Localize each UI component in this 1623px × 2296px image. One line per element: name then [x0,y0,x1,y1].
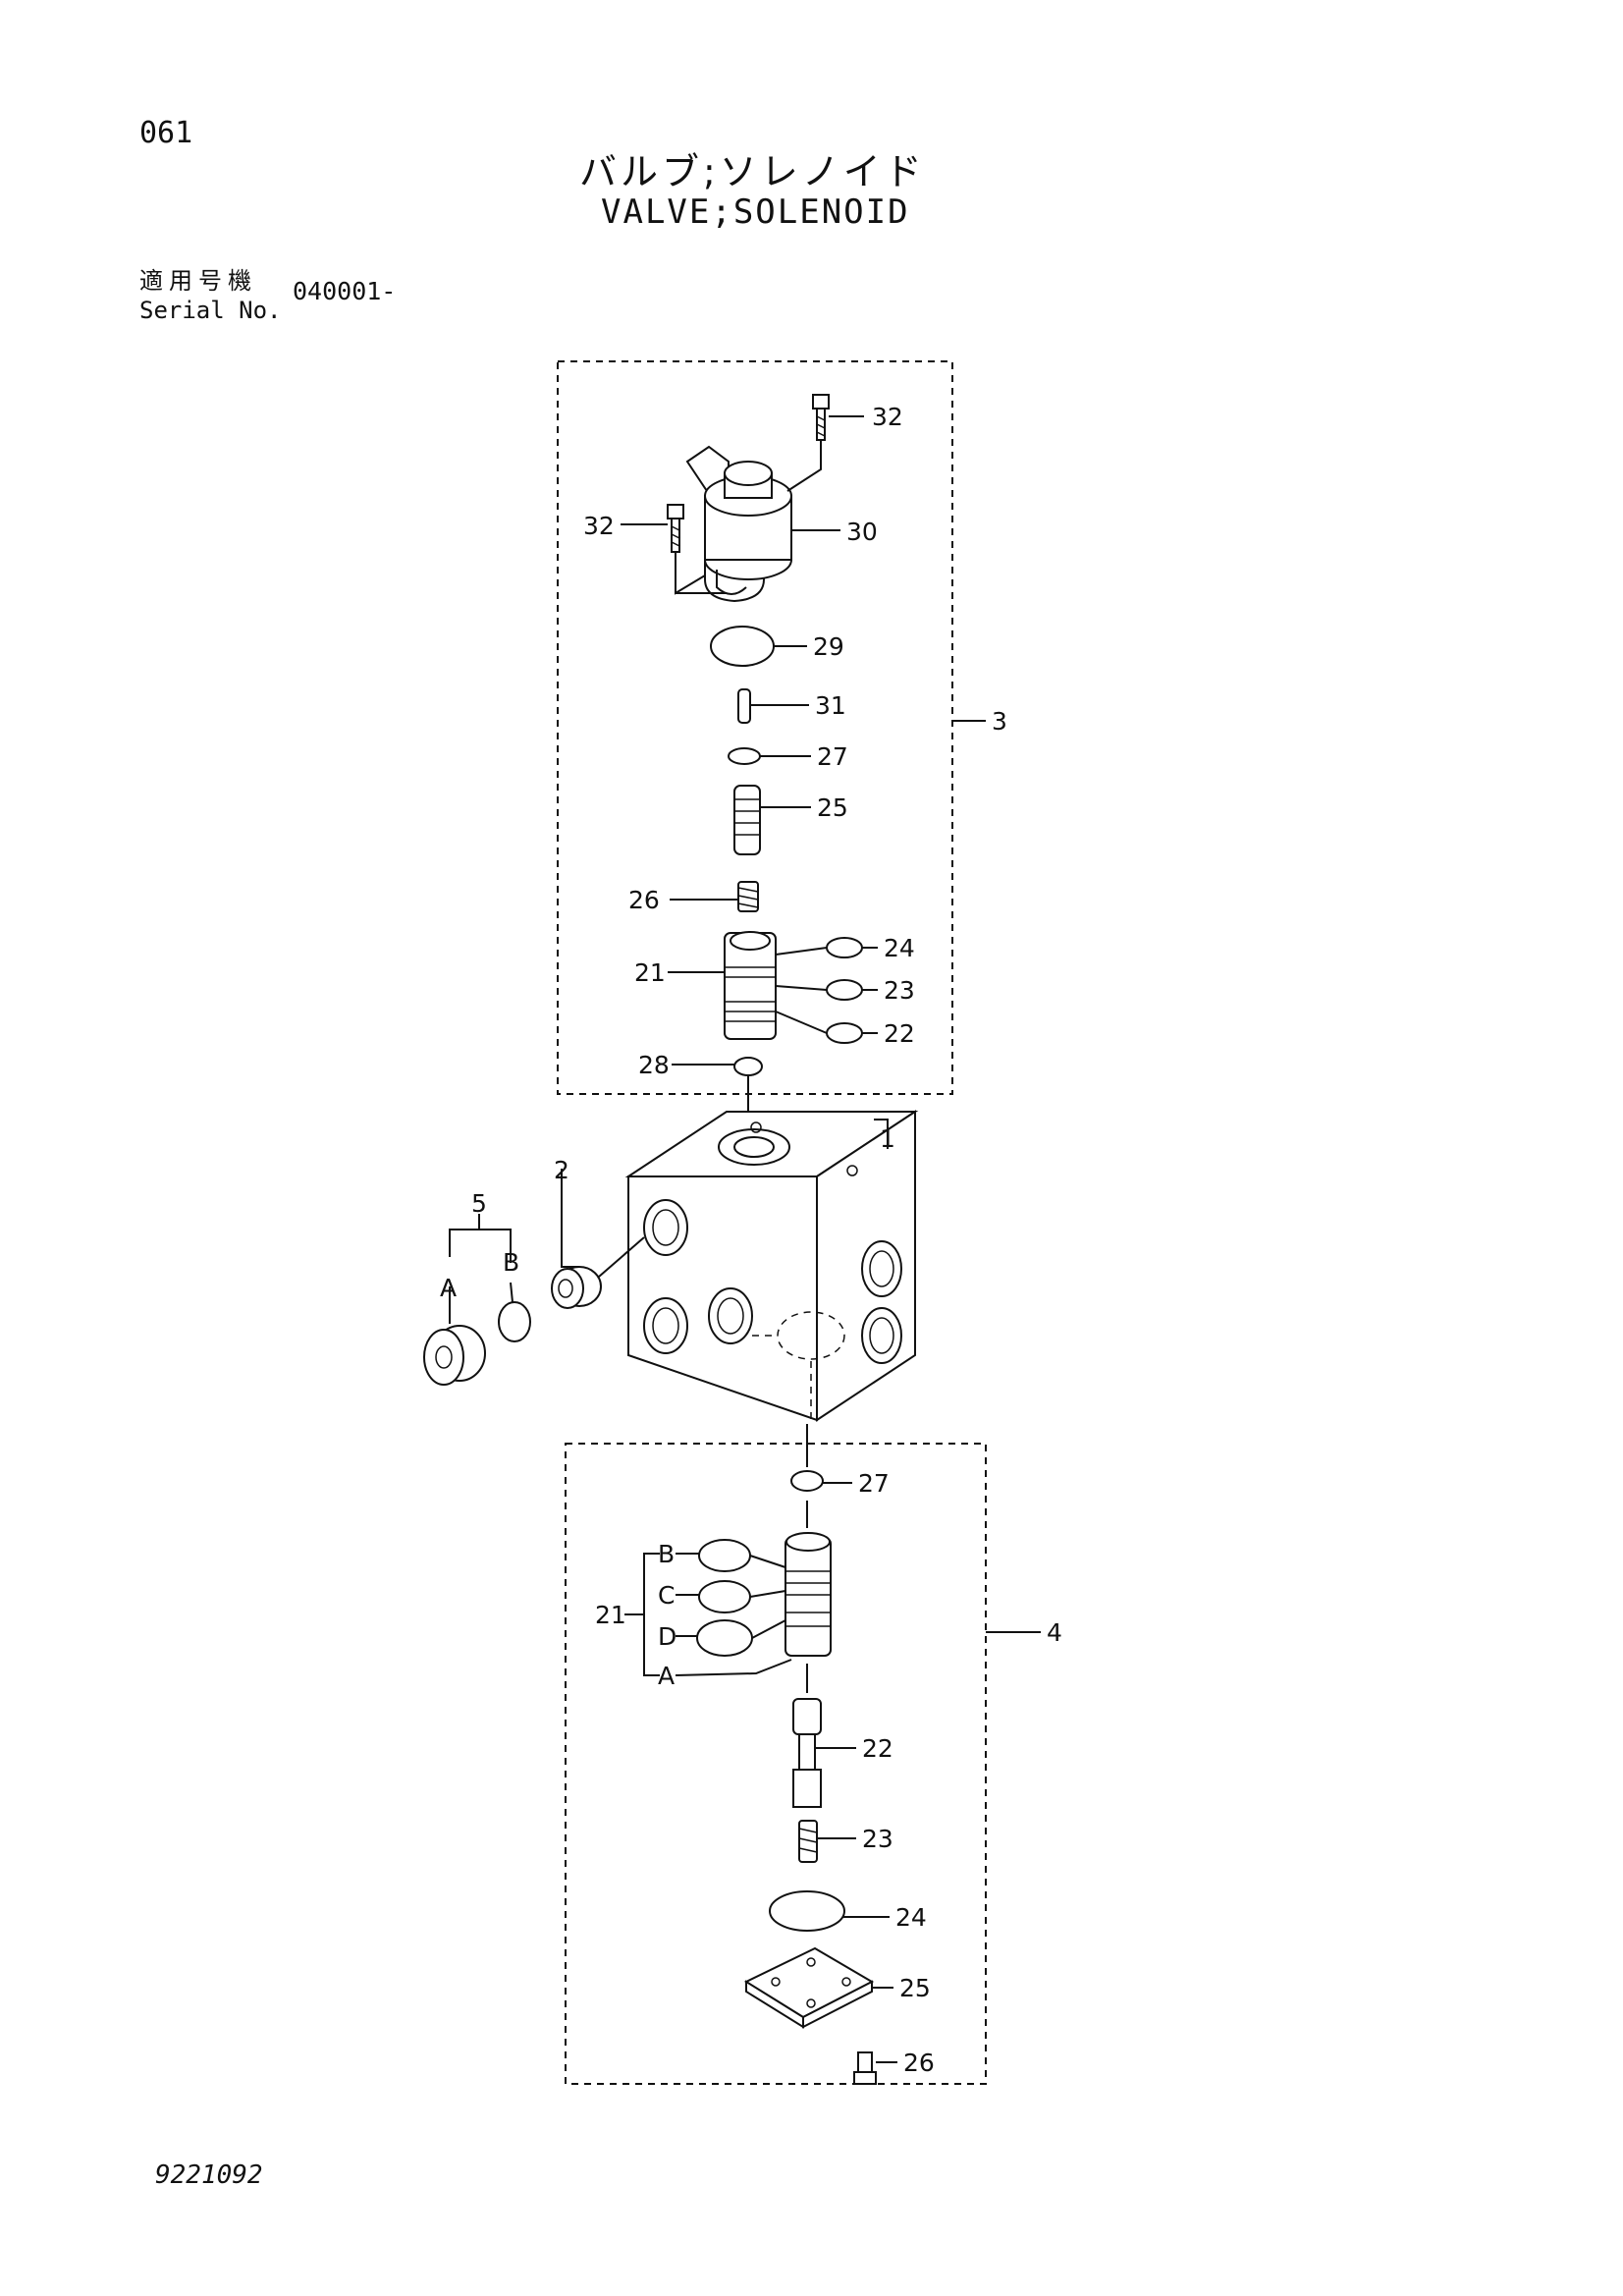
callout-31: 31 [815,691,846,720]
callout-21-c: C [658,1581,675,1610]
valve-body-part [624,1110,919,1422]
title-english: VALVE;SOLENOID [601,192,910,232]
serial-label-english: Serial No. [139,297,282,324]
o-ring-part [710,626,775,667]
callout-27: 27 [817,742,848,771]
callout-3: 3 [992,707,1007,736]
diaphragm-part [769,1890,845,1932]
callout-21-b: B [658,1540,675,1568]
spring-part [737,881,759,912]
sleeve-part [784,1532,832,1657]
callout-26: 26 [903,2049,935,2077]
callout-29: 29 [813,632,844,661]
spring-part [798,1820,818,1863]
serial-label-japanese: 適用号機 [139,267,257,295]
callout-32: 32 [872,403,903,431]
document-number: 9221092 [155,2160,263,2190]
screw-part [667,504,684,553]
o-ring-part [826,1022,863,1044]
callout-21-a: A [658,1662,675,1690]
serial-number-value: 040001- [293,277,397,305]
spool-part [733,785,761,855]
callout-21: 21 [634,958,666,987]
screw-part [853,2051,877,2085]
o-ring-part [826,937,863,958]
plug-part [423,1325,486,1386]
callout-23: 23 [884,976,915,1005]
poppet-part [792,1698,822,1808]
o-ring-part [826,979,863,1001]
callout-27: 27 [858,1469,890,1498]
assembly-4-boundary [565,1443,987,2085]
callout-32: 32 [583,512,615,540]
leader-lines [449,415,1041,2063]
o-ring-part [698,1539,751,1572]
o-ring-part [696,1619,753,1657]
callout-22: 22 [884,1019,915,1048]
snap-ring-part [728,747,761,765]
sleeve-part [724,931,777,1040]
callout-26: 26 [628,886,660,914]
page-number: 061 [139,116,193,150]
callout-22: 22 [862,1734,893,1763]
callout-30: 30 [846,518,878,546]
o-ring-part [498,1301,531,1342]
assembly-3-boundary [557,360,953,1095]
o-ring-part [733,1057,763,1076]
callout-24: 24 [895,1903,927,1932]
washer-part [790,1470,824,1492]
callout-5-b: B [503,1248,519,1277]
callout-5: 5 [471,1189,487,1218]
callout-28: 28 [638,1051,670,1079]
cover-plate-part [743,1946,875,2029]
callout-24: 24 [884,934,915,962]
screw-part [812,394,830,441]
callout-21-d: D [658,1622,676,1651]
callout-5-a: A [440,1274,457,1302]
callout-21: 21 [595,1601,626,1629]
callout-25: 25 [817,793,848,822]
callout-2: 2 [554,1156,569,1184]
title-japanese: バルブ;ソレノイド [579,150,926,193]
o-ring-part [698,1580,751,1613]
callout-4: 4 [1047,1618,1062,1647]
callout-1: 1 [880,1124,895,1153]
plug-part [551,1266,602,1309]
callout-23: 23 [862,1825,893,1853]
callout-25: 25 [899,1974,931,2002]
pin-part [737,688,751,724]
solenoid-coil-part [685,445,792,603]
